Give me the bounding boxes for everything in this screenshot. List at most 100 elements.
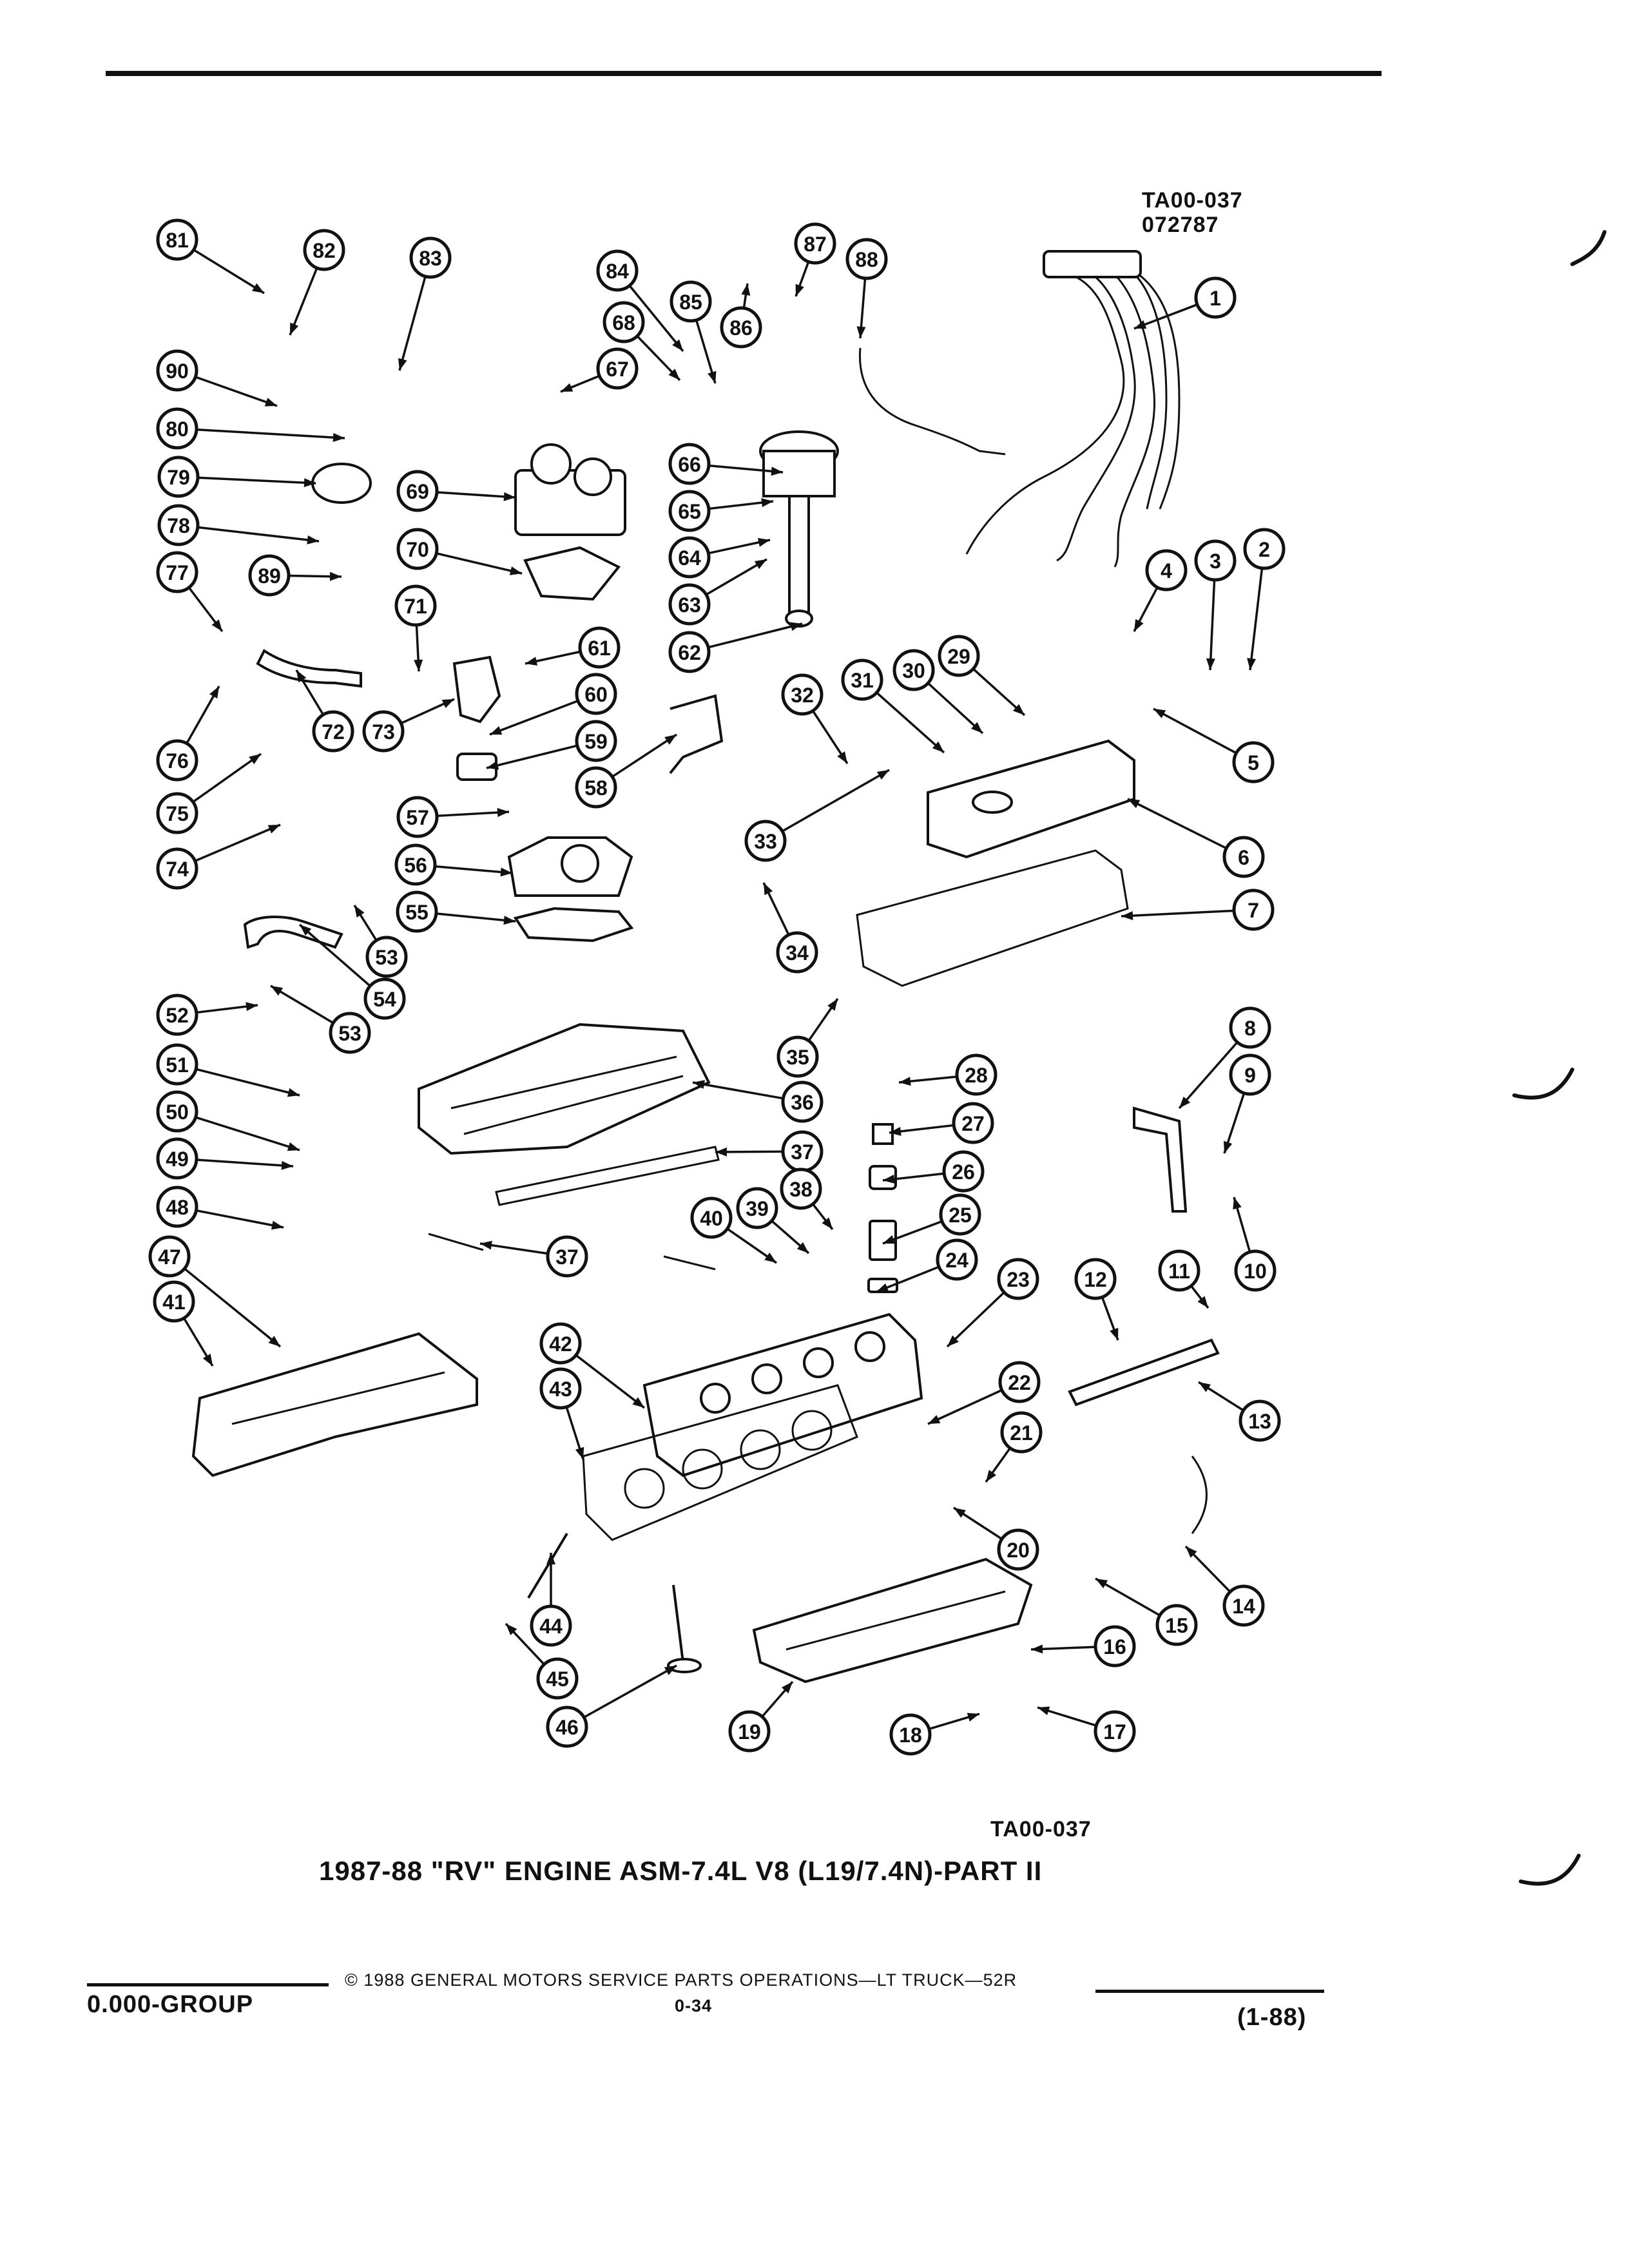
leader-arrow-c84 [672, 339, 683, 351]
cylinder-head [642, 1312, 923, 1477]
leader-arrow-c2 [1247, 658, 1257, 670]
leader-arrow-c85 [708, 370, 717, 383]
push-rod [527, 1532, 568, 1599]
callout-number-c21: 21 [1010, 1421, 1033, 1445]
leader-arrow-c43 [575, 1446, 584, 1459]
leader-arrow-c49 [281, 1160, 293, 1170]
leader-line-c3 [1209, 579, 1216, 671]
callout-number-c52: 52 [166, 1004, 189, 1027]
callout-number-c89: 89 [258, 564, 281, 588]
leader-line-c78 [197, 526, 320, 543]
leader-arrow-c63 [754, 559, 767, 570]
water-pump [507, 836, 633, 897]
callout-circle-c74 [156, 847, 198, 890]
leader-line-c58 [612, 733, 677, 778]
footer-page-number: 0-34 [675, 1996, 713, 2015]
callout-circle-c5 [1232, 741, 1275, 783]
callout-c21: 21 [1000, 1411, 1043, 1454]
callout-number-c79: 79 [167, 466, 190, 489]
leader-line-c84 [628, 285, 684, 352]
thermostat-housing [452, 655, 501, 724]
leader-arrow-c48 [271, 1220, 284, 1230]
callout-number-c2: 2 [1258, 538, 1270, 561]
callout-c76: 76 [156, 739, 198, 782]
callout-number-c48: 48 [166, 1196, 189, 1219]
callout-circle-c85 [670, 280, 712, 323]
leader-line-c60 [489, 700, 579, 736]
callout-circle-c58 [575, 766, 617, 809]
leader-arrow-c80 [333, 432, 345, 442]
leader-arrow-c35 [827, 999, 838, 1011]
callout-circle-c50 [156, 1090, 198, 1133]
callout-circle-c90 [156, 349, 198, 392]
callout-circle-c62 [668, 631, 711, 673]
callout-c72: 72 [312, 710, 354, 753]
callout-c11: 11 [1158, 1249, 1200, 1292]
callout-circle-c53b [329, 1012, 371, 1054]
callout-c87: 87 [794, 222, 836, 265]
callout-c34: 34 [776, 931, 818, 974]
leader-line-c55 [436, 912, 516, 923]
callout-number-c53: 53 [375, 946, 398, 969]
callout-circle-c22 [998, 1361, 1041, 1403]
leader-line-c83 [398, 276, 427, 371]
callout-circle-c37b [546, 1235, 588, 1278]
callout-number-c77: 77 [166, 561, 189, 584]
callout-number-c16: 16 [1103, 1635, 1126, 1658]
leader-arrow-c19 [781, 1682, 793, 1694]
callout-number-c33: 33 [754, 830, 777, 853]
callout-number-c37b: 37 [555, 1245, 579, 1269]
callout-circle-c46 [546, 1706, 588, 1748]
callout-circle-c35 [776, 1035, 819, 1078]
callout-circle-c17 [1094, 1710, 1136, 1753]
callout-number-c45: 45 [546, 1667, 569, 1691]
callout-c19: 19 [728, 1710, 771, 1753]
callout-number-c23: 23 [1007, 1268, 1030, 1291]
leader-arrow-c31 [932, 741, 944, 753]
callout-number-c58: 58 [584, 776, 608, 800]
callout-c53: 53 [365, 936, 408, 978]
callout-circle-c80 [156, 407, 198, 450]
callout-circle-c86 [720, 306, 762, 349]
leader-arrow-c25 [883, 1235, 896, 1244]
leader-line-c82 [289, 267, 318, 336]
leader-arrow-c51 [287, 1088, 300, 1097]
callout-c7: 7 [1232, 889, 1275, 931]
callout-number-c62: 62 [678, 641, 701, 664]
callout-number-c36: 36 [791, 1091, 814, 1114]
callout-number-c56: 56 [404, 854, 427, 877]
oxygen-sensor-lead [1191, 1456, 1208, 1534]
leader-line-c8 [1178, 1041, 1239, 1110]
leader-arrow-c57 [497, 808, 509, 818]
callout-c17: 17 [1094, 1710, 1136, 1753]
leader-arrow-c24 [876, 1283, 889, 1292]
leader-arrow-c72 [296, 670, 307, 683]
callout-number-c18: 18 [899, 1724, 922, 1747]
callout-c56: 56 [394, 843, 437, 886]
bracket [669, 694, 724, 774]
leader-line-c6 [1127, 798, 1227, 850]
callout-circle-c29 [938, 635, 980, 677]
callout-circle-c72 [312, 710, 354, 753]
leader-arrow-c1 [1134, 320, 1147, 329]
leader-line-c66 [708, 464, 784, 474]
callout-c37: 37 [781, 1130, 824, 1173]
leader-arrow-c90 [264, 398, 277, 407]
leader-arrow-c10 [1233, 1197, 1242, 1210]
leader-arrow-c42 [632, 1397, 644, 1408]
leader-line-c50 [195, 1116, 300, 1151]
callout-number-c87: 87 [804, 233, 827, 256]
leader-line-c62 [708, 622, 803, 649]
callout-c33: 33 [744, 820, 787, 862]
callout-c37b: 37 [546, 1235, 588, 1278]
valve-cover-gasket [856, 849, 1129, 987]
water-pump-gasket [513, 907, 634, 943]
callout-c36: 36 [781, 1081, 824, 1123]
leader-arrow-c37b [480, 1240, 492, 1250]
leader-arrow-c50 [287, 1142, 300, 1151]
callout-circle-c76 [156, 739, 198, 782]
callout-c38: 38 [780, 1168, 822, 1210]
leader-arrow-c17 [1037, 1706, 1050, 1715]
leader-line-c90 [195, 376, 278, 407]
